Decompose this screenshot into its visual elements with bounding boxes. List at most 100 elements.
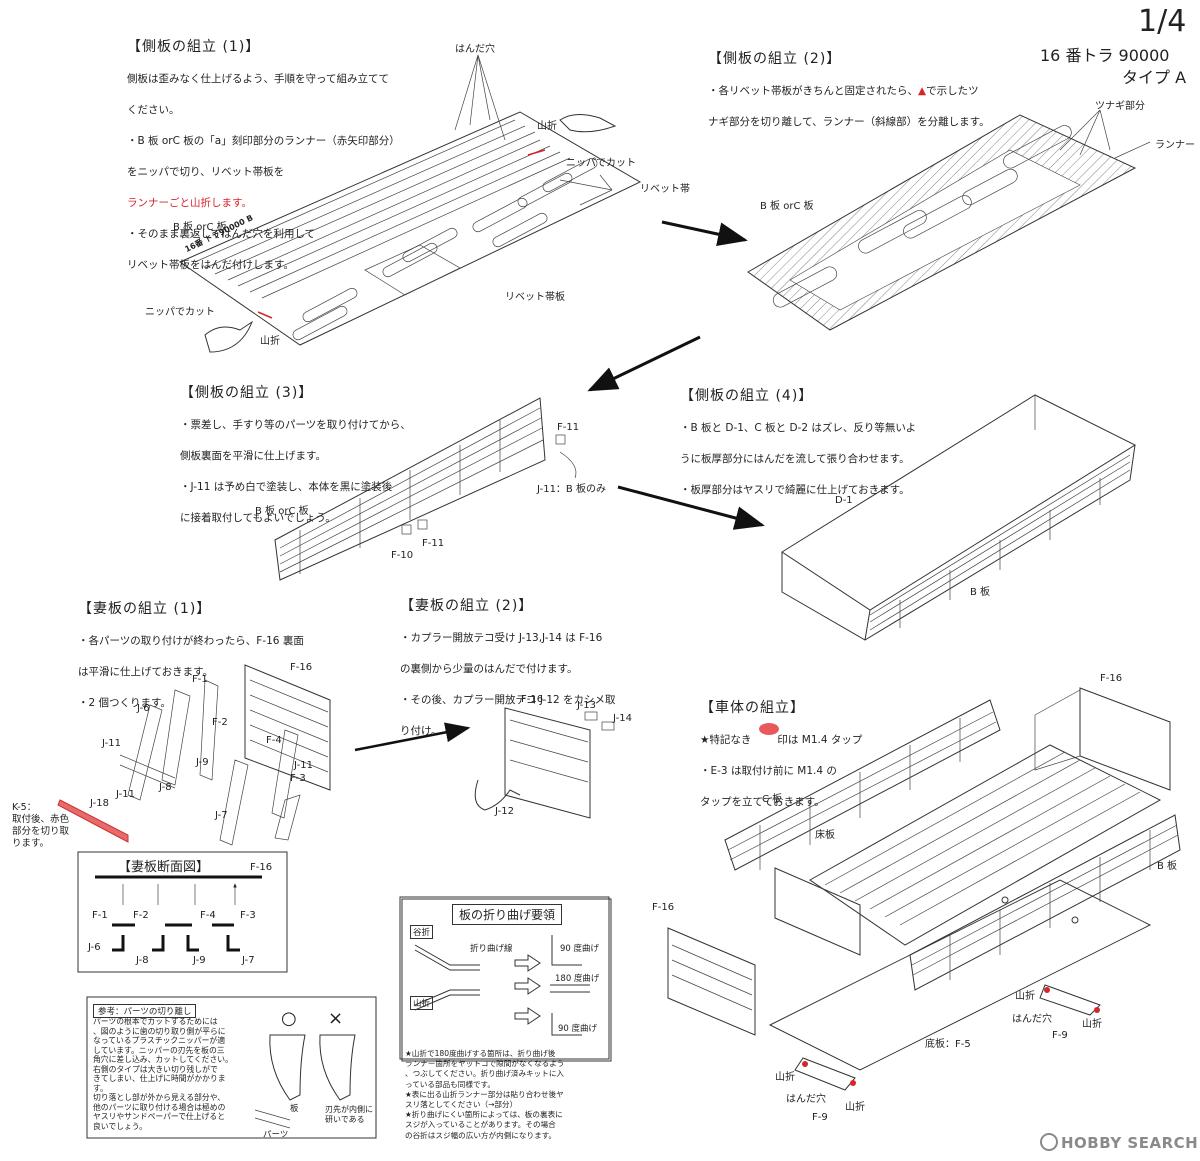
tap-marker-icon	[759, 723, 779, 735]
step-arrow	[354, 722, 471, 752]
label-j6: J-6	[137, 703, 150, 714]
line: ・その後、カプラー開放テコ J-12 をカシメ取	[400, 693, 616, 706]
step-arrow	[661, 220, 748, 247]
label-nipper-cut: ニッパでカット	[566, 158, 636, 169]
instruction-text: 側板は歪みなく仕上げるよう、手順を守って組み立てて ください。 ・B 板 orC…	[127, 56, 400, 289]
line: ・E-3 は取付け前に M1.4 の	[700, 764, 837, 777]
label-mountain-fold-2: 山折	[260, 336, 280, 347]
line: タップを立てておきます。	[700, 795, 825, 808]
line: ・2 個つくります。	[78, 696, 171, 709]
section-diagram	[77, 851, 288, 973]
label-tsunagi: ツナギ部分	[1095, 101, 1145, 112]
side-board-box	[781, 394, 1137, 641]
label-f2: F-2	[212, 717, 228, 728]
label-j14: J-14	[613, 713, 632, 724]
section-side-board-3: 【側板の組立 (3)】 ・票差し、手すり等のパーツを取り付けてから、 側板裏面を…	[180, 382, 411, 542]
good-mark-icon: ○	[281, 1008, 297, 1029]
label-j9: J-9	[196, 757, 209, 768]
instruction-text: ・各リベット帯板がきちんと固定されたら、▲で示したツ ナギ部分を切り離して、ラン…	[708, 68, 990, 146]
brush-icon	[274, 794, 301, 841]
model-name: 16 番トラ 90000	[1040, 46, 1170, 65]
label-rivet-plate: リベット帯板	[505, 292, 565, 303]
section-title: 【妻板の組立 (1)】	[78, 601, 212, 617]
page-number: 1/4	[1138, 4, 1187, 39]
cut-diagram	[86, 996, 377, 1139]
label-hole-2: はんだ穴	[786, 1094, 826, 1105]
label-mountain-fold: 山折	[410, 996, 434, 1010]
section-title: 【妻板の組立 (2)】	[400, 598, 534, 614]
instruction-text: ★特記なき印は M1.4 タップ ・E-3 は取付け前に M1.4 の タップを…	[700, 717, 862, 826]
label-runner: ランナー	[1155, 140, 1195, 151]
label-180deg: 180 度曲げ	[555, 974, 600, 984]
label-rivet-strip: リベット帯	[640, 184, 690, 195]
label-mountain-2: 山折	[1082, 1019, 1102, 1030]
label-j7: J-7	[242, 955, 255, 966]
label-bend-line: 折り曲げ線	[470, 944, 513, 954]
good-nipper-icon	[269, 1034, 306, 1101]
line: ・カプラー開放テコ受け J-13,J-14 は F-16	[400, 631, 603, 644]
section-body-assembly: 【車体の組立】 ★特記なき印は M1.4 タップ ・E-3 は取付け前に M1.…	[700, 697, 862, 826]
label-plate: 板	[290, 1104, 299, 1114]
bend-diagram	[399, 896, 612, 1062]
line: ナギ部分を切り離して、ランナー（斜線部）を分離します。	[708, 115, 990, 128]
label-d1: D-1	[835, 495, 853, 506]
watermark-text: HOBBY SEARCH	[1061, 1134, 1199, 1152]
label-j11c: J-11	[116, 789, 135, 800]
watermark: HOBBY SEARCH	[1040, 1133, 1198, 1152]
label-valley-fold: 谷折	[410, 925, 434, 939]
label-board: B 板 orC 板	[760, 201, 814, 212]
nipper-icon	[559, 114, 617, 133]
label-j18: J-18	[90, 798, 109, 809]
section-diagram-title: 【妻板断面図】	[118, 860, 210, 875]
model-type: タイプ A	[1122, 68, 1187, 87]
label-j11: J-11：B 板のみ	[537, 484, 606, 495]
line: ランナーごと山折します。	[127, 196, 252, 209]
label-f9: F-9	[1052, 1030, 1068, 1041]
text: ・各リベット帯板がきちんと固定されたら、	[708, 84, 918, 97]
label-mountain-fold: 山折	[537, 121, 557, 132]
label-c-board: C 板	[762, 794, 783, 805]
label-j9: J-9	[193, 955, 206, 966]
label-mountain: 山折	[1015, 991, 1035, 1002]
body-assembly	[667, 687, 1181, 1091]
section-end-board-2: 【妻板の組立 (2)】 ・カプラー開放テコ受け J-13,J-14 は F-16…	[400, 595, 616, 755]
label-f9b: F-9	[812, 1112, 828, 1123]
label-bottom-plate: 底板：F-5	[925, 1039, 971, 1050]
line: ・B 板と D-1、C 板と D-2 はズレ、反り等無いよ	[680, 421, 917, 434]
line: は平滑に仕上げておきます。	[78, 665, 214, 678]
line: ・各パーツの取り付けが終わったら、F-16 裏面	[78, 634, 304, 647]
label-b-board: B 板	[970, 587, 991, 598]
label-solder-hole: はんだ穴	[455, 44, 495, 55]
label-f16: F-16	[1100, 673, 1123, 684]
line: をニッパで切り、リベット帯板を	[127, 165, 285, 178]
label-f1: F-1	[92, 910, 108, 921]
label-j12: J-12	[495, 806, 514, 817]
side-board-sheet	[178, 54, 642, 353]
label-f16b: F-16	[652, 902, 675, 913]
label-blade: 刃先が内側に 研いである	[325, 1105, 373, 1124]
cut-note-body: パーツの根本でカットするためには 、図のように歯の切り取り側が平らに なっている…	[93, 1017, 233, 1131]
line: ・票差し、手すり等のパーツを取り付けてから、	[180, 418, 411, 431]
instruction-text: ・B 板と D-1、C 板と D-2 はズレ、反り等無いよ うに板厚部分にはんだ…	[680, 405, 916, 514]
label-f11b: F-11	[422, 538, 445, 549]
label-j7: J-7	[215, 810, 228, 821]
label-nipper-cut-2: ニッパでカット	[145, 307, 215, 318]
line: うに板厚部分にはんだを流して張り合わせます。	[680, 452, 910, 465]
line: の裏側から少量のはんだで付けます。	[400, 662, 578, 675]
bend-note-body: ★山折で180度曲げする箇所は、折り曲げ後 ランナー箇所をヤットコで隙間がなくな…	[405, 1049, 565, 1140]
label-j11: J-11	[102, 738, 121, 749]
bad-nipper-icon	[319, 1034, 356, 1101]
label-j8: J-8	[136, 955, 149, 966]
label-parts: パーツ	[263, 1130, 289, 1140]
end-board-exploded	[57, 664, 331, 846]
section-side-board-1: 【側板の組立 (1)】 側板は歪みなく仕上げるよう、手順を守って組み立てて くだ…	[127, 36, 400, 289]
runner-sheet	[747, 109, 1151, 331]
label-b-board: B 板	[1157, 861, 1178, 872]
label-f16: F-16	[290, 662, 313, 673]
section-title: 【側板の組立 (4)】	[680, 388, 814, 404]
line: 側板裏面を平滑に仕上げます。	[180, 449, 326, 462]
section-side-board-2: 【側板の組立 (2)】 ・各リベット帯板がきちんと固定されたら、▲で示したツ ナ…	[708, 48, 990, 146]
label-f1: F-1	[192, 674, 208, 685]
label-f10: F-10	[391, 550, 414, 561]
